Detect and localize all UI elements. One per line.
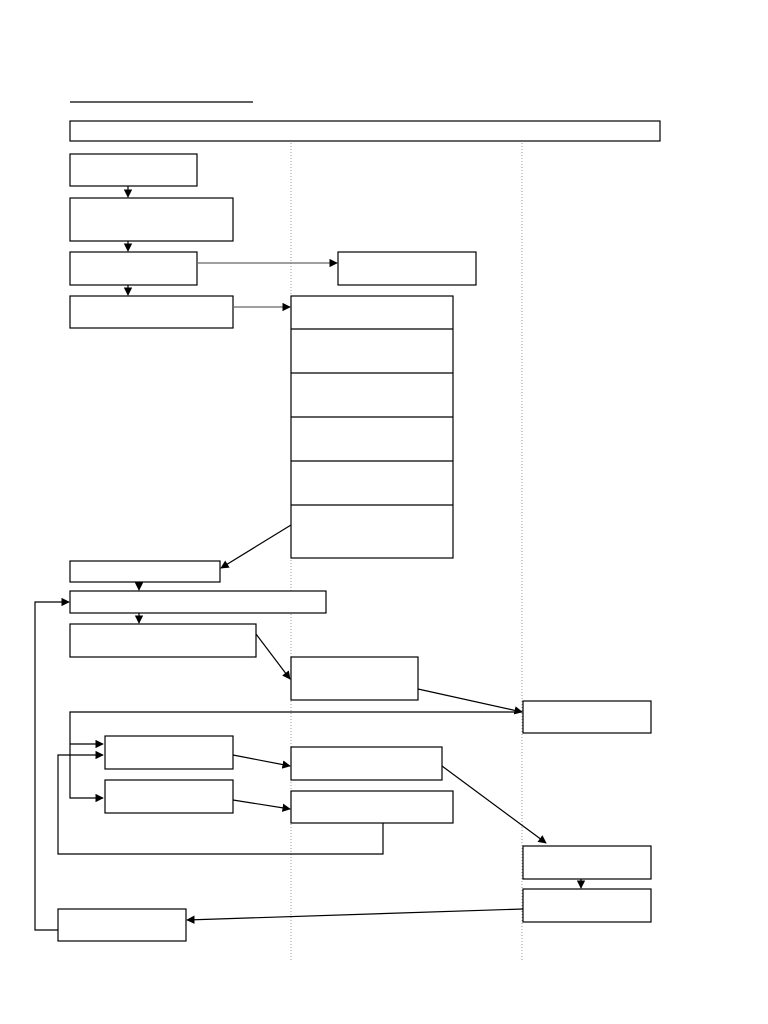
- arrow-sub2-middle: [232, 799, 291, 812]
- sub-box-2: [104, 779, 234, 814]
- arrow-stack-5: [220, 524, 292, 569]
- step-box-3: [69, 251, 198, 286]
- arrow-middle-right-low: [441, 765, 547, 844]
- arrow-sub1-middle: [232, 754, 291, 769]
- step-box-2: [69, 197, 234, 242]
- sub-box-1: [104, 735, 234, 770]
- step-box-6: [69, 590, 327, 614]
- loop-final-to-6: [34, 597, 70, 931]
- step-box-4: [69, 295, 234, 329]
- middle-box-top: [337, 251, 477, 286]
- header-bar: [69, 120, 661, 142]
- step-box-7: [69, 623, 257, 658]
- step-box-5: [69, 560, 221, 583]
- step-box-1: [69, 153, 198, 187]
- right-box-top: [522, 700, 652, 734]
- arrow-right-final: [186, 908, 524, 924]
- middle-box-low-1: [290, 746, 443, 781]
- middle-box-low-2: [290, 790, 454, 824]
- arrow-middle-right: [417, 688, 523, 715]
- arrow-7-middle: [255, 633, 291, 680]
- final-box: [57, 908, 187, 942]
- right-box-low: [522, 888, 652, 923]
- middle-box-mid: [290, 656, 419, 701]
- loop-middle-to-sub: [57, 750, 384, 855]
- stacked-list: [290, 295, 454, 559]
- right-box-mid: [522, 845, 652, 880]
